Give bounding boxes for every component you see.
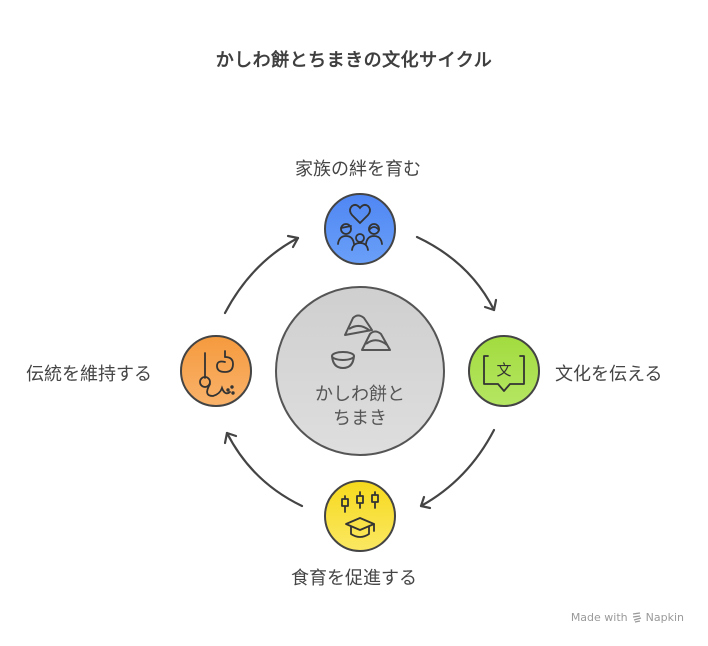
arrow-top-to-right [415, 235, 498, 312]
node-label-tradition: 伝統を維持する [26, 364, 152, 385]
svg-text:文: 文 [496, 361, 511, 379]
footer-watermark: Made with Napkin [571, 611, 684, 624]
node-tradition [180, 335, 252, 407]
footer-made-with: Made with [570, 611, 628, 624]
arrow-left-to-top [223, 234, 300, 315]
node-family [324, 193, 396, 265]
node-food-education [324, 480, 396, 552]
node-label-food-education: 食育を促進する [291, 568, 417, 589]
center-label-line1: かしわ餅と [315, 384, 405, 405]
diagram-title: かしわ餅とちまきの文化サイクル [215, 50, 493, 71]
center-label-line2: ちまき [333, 408, 387, 429]
family-heart-icon [337, 203, 383, 251]
node-label-family: 家族の絆を育む [295, 159, 421, 180]
node-culture: 文 [468, 335, 540, 407]
book-text-icon: 文 [483, 355, 525, 392]
center-node [275, 286, 445, 456]
footer-brand: Napkin [645, 611, 684, 624]
arrow-bottom-to-left [223, 431, 304, 508]
kashiwa-mochi-chimaki-icon [331, 314, 391, 369]
graduation-cap-icon [341, 491, 379, 538]
arrow-right-to-bottom [419, 428, 496, 510]
craft-thread-icon [199, 350, 235, 397]
napkin-logo-icon [632, 612, 641, 623]
node-label-culture: 文化を伝える [555, 364, 663, 385]
